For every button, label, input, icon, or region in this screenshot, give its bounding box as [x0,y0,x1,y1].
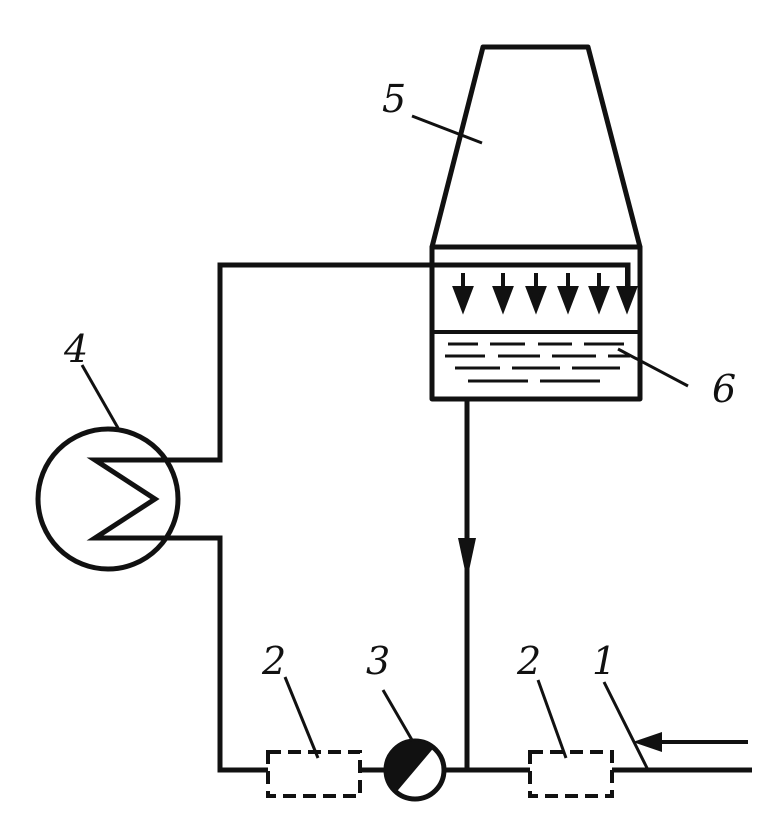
label-inlet-pipe: 1 [592,639,616,683]
spray-arrows [452,266,638,315]
cooling-tower [429,44,643,402]
leader-5 [411,114,483,145]
heat-exchanger-shell [35,426,181,572]
leader-3 [381,689,414,741]
leader-4 [80,364,120,429]
pipe-return-to-tower [180,262,631,463]
spray-arrow [588,273,610,315]
spray-arrow [525,273,547,315]
label-heat-exchanger: 4 [63,327,88,371]
leader-2-right [536,679,568,759]
cooling-tower-spray-section [429,244,643,402]
spray-arrow [452,273,474,315]
pipe-supply-to-exchanger [180,535,268,773]
leader-2-left [283,676,320,759]
spray-arrow [492,273,514,315]
inlet-flow-arrow [633,732,748,752]
flow-arrow-down [458,538,476,580]
heat-exchanger [35,426,181,572]
filter-left [266,750,362,798]
leader-6 [617,347,689,388]
label-pump: 3 [366,639,390,683]
piping [180,262,752,773]
label-cooling-tower: 5 [382,77,406,121]
heat-exchanger-coil [86,457,180,541]
label-water-basin: 6 [712,367,736,411]
leader-1 [602,681,650,771]
pump [383,738,447,802]
spray-arrow [557,273,579,315]
leader-lines [80,114,689,771]
filter-right [528,750,614,798]
water-basin [432,330,640,383]
label-filter-left: 2 [261,639,286,683]
label-filter-right: 2 [516,639,541,683]
water-dashes [445,342,630,383]
cooling-tower-shell [429,44,643,250]
